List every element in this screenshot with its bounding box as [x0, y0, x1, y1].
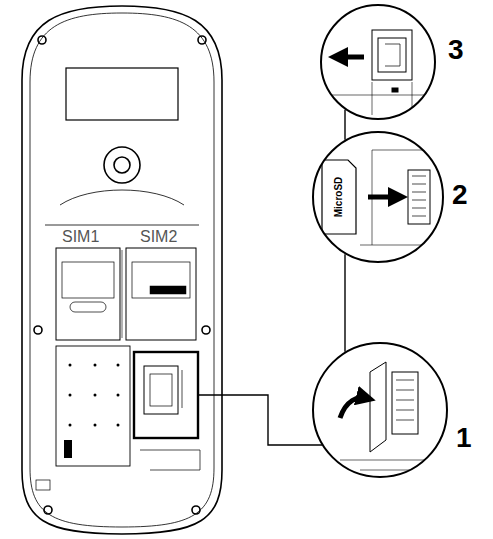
circle-outline — [312, 131, 444, 263]
detail-close-holder — [330, 30, 440, 115]
circle-outline — [312, 342, 448, 478]
connector-line — [344, 254, 345, 352]
connector-line — [344, 110, 345, 140]
leader-line — [198, 395, 322, 445]
callout-circle: 3 — [320, 4, 436, 120]
slot-label: SIM2 — [140, 229, 177, 245]
phone-body — [22, 6, 222, 534]
card-label: MicroSD — [334, 177, 344, 218]
circle-outline — [313, 132, 443, 262]
callout-circle: 2 — [312, 131, 444, 263]
callout-circle: 1 — [312, 342, 448, 478]
callout-number: 3 — [448, 36, 464, 64]
slot-label: SIM1 — [62, 229, 99, 245]
circle-outline — [321, 5, 435, 119]
callout-number: 1 — [456, 424, 472, 452]
circle-outline — [313, 343, 447, 477]
detail-open-holder — [340, 362, 440, 470]
circle-outline — [320, 4, 436, 120]
callout-number: 2 — [452, 181, 468, 209]
detail-insert-card — [322, 150, 440, 245]
